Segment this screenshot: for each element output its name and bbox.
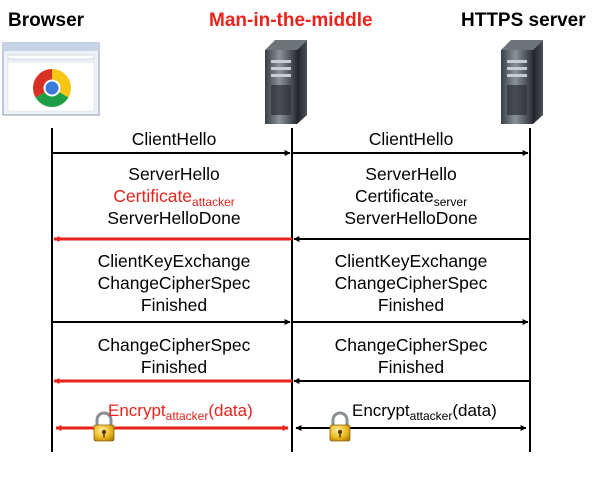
msg-key-exchange-group-right: ClientKeyExchange ChangeCipherSpec Finis… [296,250,526,316]
msg-encrypt-left: Encryptattacker(data) [108,401,253,423]
msg-change-cipher-spec-2-left: ChangeCipherSpec [97,335,251,355]
msg-finished-2-right: Finished [377,357,445,377]
browser-header: Browser [8,10,85,31]
msg-encrypt-right: Encryptattacker(data) [352,401,497,423]
msg-finished-group-left: ChangeCipherSpec Finished [57,334,291,378]
server-header: HTTPS server [461,10,586,31]
padlock-icon [329,411,351,442]
msg-server-hello-group-right: ServerHello Certificateserver ServerHell… [296,163,526,229]
msg-change-cipher-spec-left: ChangeCipherSpec [97,273,251,293]
msg-server-hello-group-left: ServerHello Certificateattacker ServerHe… [57,163,291,229]
msg-client-key-exchange-right: ClientKeyExchange [334,251,488,271]
msg-server-hello-right: ServerHello [365,164,457,184]
msg-client-hello-left: ClientHello [131,129,217,149]
msg-change-cipher-spec-right: ChangeCipherSpec [334,273,488,293]
msg-change-cipher-spec-2-right: ChangeCipherSpec [334,335,488,355]
msg-finished-right: Finished [377,295,445,315]
msg-certificate-right: Certificateserver [354,186,468,209]
msg-key-exchange-group-left: ClientKeyExchange ChangeCipherSpec Finis… [57,250,291,316]
msg-certificate-left: Certificateattacker [113,186,235,209]
msg-client-key-exchange-left: ClientKeyExchange [97,251,251,271]
msg-finished-left: Finished [140,295,208,315]
msg-server-hello-left: ServerHello [128,164,220,184]
msg-client-hello-right: ClientHello [368,129,454,149]
msg-finished-group-right: ChangeCipherSpec Finished [296,334,526,378]
msg-server-hello-done-left: ServerHelloDone [107,208,241,228]
msg-server-hello-done-right: ServerHelloDone [344,208,478,228]
chrome-browser-window-icon [2,42,100,116]
padlock-icon [93,411,115,442]
msg-finished-2-left: Finished [140,357,208,377]
mitm-server-icon [265,40,307,124]
mitm-header: Man-in-the-middle [209,10,373,31]
https-server-icon [501,40,543,124]
